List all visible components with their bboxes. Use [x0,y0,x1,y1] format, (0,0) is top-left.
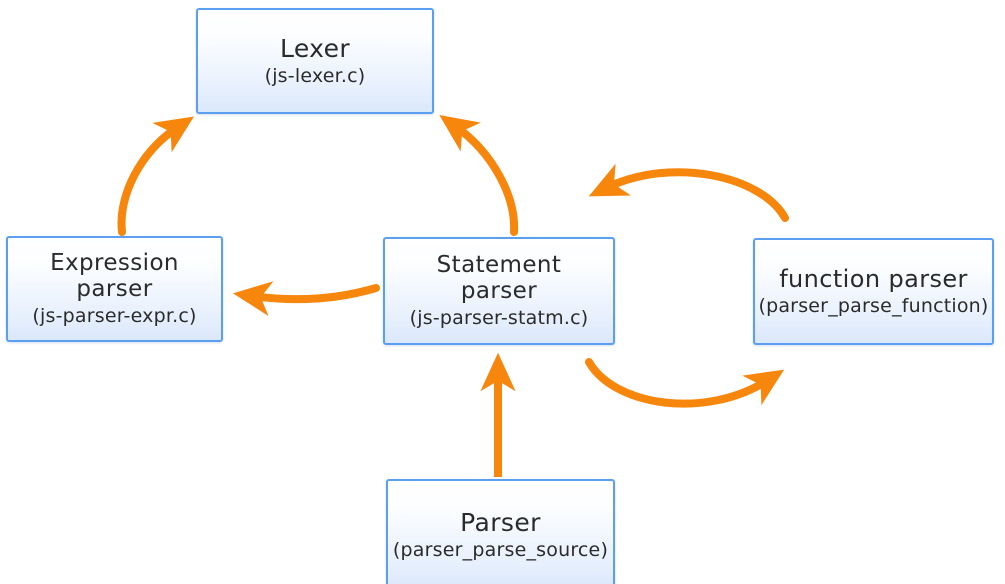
node-expression-parser[interactable]: Expression parser (js-parser-expr.c) [6,236,223,342]
node-function-parser-subtitle: (parser_parse_function) [758,294,989,317]
node-parser-title: Parser [460,507,541,537]
edge-expr-to-lexer [117,116,195,236]
edge-stmt-to-func [585,358,785,408]
node-function-parser-title: function parser [779,264,968,293]
node-lexer-subtitle: (js-lexer.c) [264,64,366,87]
edge-stmt-to-lexer [439,114,519,236]
node-lexer[interactable]: Lexer (js-lexer.c) [196,8,434,114]
node-lexer-title: Lexer [279,33,351,63]
edge-func-to-stmt [588,163,789,222]
node-statement-parser-subtitle: (js-parser-statm.c) [409,306,589,329]
node-statement-parser[interactable]: Statement parser (js-parser-statm.c) [383,237,615,345]
node-parser[interactable]: Parser (parser_parse_source) [386,479,615,584]
node-function-parser[interactable]: function parser (parser_parse_function) [753,238,994,345]
edge-stmt-to-expr [232,281,380,317]
node-expression-parser-subtitle: (js-parser-expr.c) [32,304,197,327]
node-parser-subtitle: (parser_parse_source) [392,538,609,561]
node-expression-parser-title: Expression parser [50,250,179,302]
node-statement-parser-title: Statement parser [436,252,562,304]
